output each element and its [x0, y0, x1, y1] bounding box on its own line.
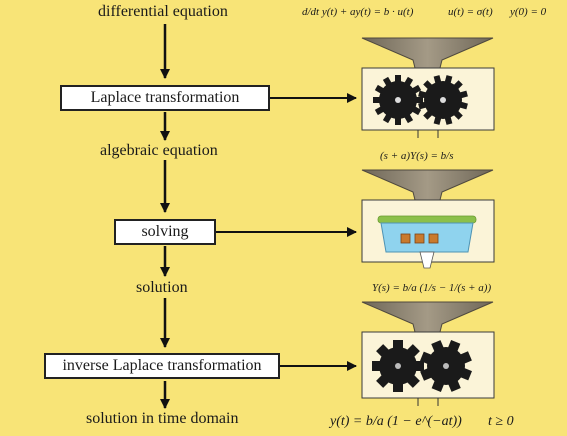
label-differential-equation: differential equation — [98, 3, 228, 20]
label-algebraic-equation: algebraic equation — [100, 142, 218, 159]
funnel-icon — [361, 37, 494, 69]
gear-icon — [418, 75, 468, 125]
machine-2 — [361, 169, 495, 269]
funnel-icon — [361, 301, 494, 333]
formula-solution-t: y(t) = b/a (1 − e^(−at)) — [330, 414, 462, 429]
machine-3 — [361, 301, 495, 406]
machine-1 — [361, 37, 495, 138]
label-solution-time-domain: solution in time domain — [86, 410, 239, 427]
funnel-icon — [361, 169, 494, 201]
box-laplace-transformation: Laplace transformation — [60, 85, 270, 111]
formula-algebraic: (s + a)Y(s) = b/s — [380, 150, 454, 162]
formula-input: u(t) = σ(t) — [448, 6, 493, 18]
formula-condition: t ≥ 0 — [488, 414, 514, 429]
formula-initial: y(0) = 0 — [510, 6, 547, 18]
gear-icon — [373, 75, 423, 125]
box-solving: solving — [114, 219, 216, 245]
gear-icon — [372, 340, 424, 392]
formula-solution-s: Y(s) = b/a (1/s − 1/(s + a)) — [372, 282, 492, 294]
label-solution: solution — [136, 279, 188, 296]
gear-icon — [420, 340, 472, 392]
tray-icon — [377, 215, 477, 269]
box-inverse-laplace-transformation: inverse Laplace transformation — [44, 353, 280, 379]
formula-ode: d/dt y(t) + ay(t) = b · u(t) — [302, 6, 414, 18]
